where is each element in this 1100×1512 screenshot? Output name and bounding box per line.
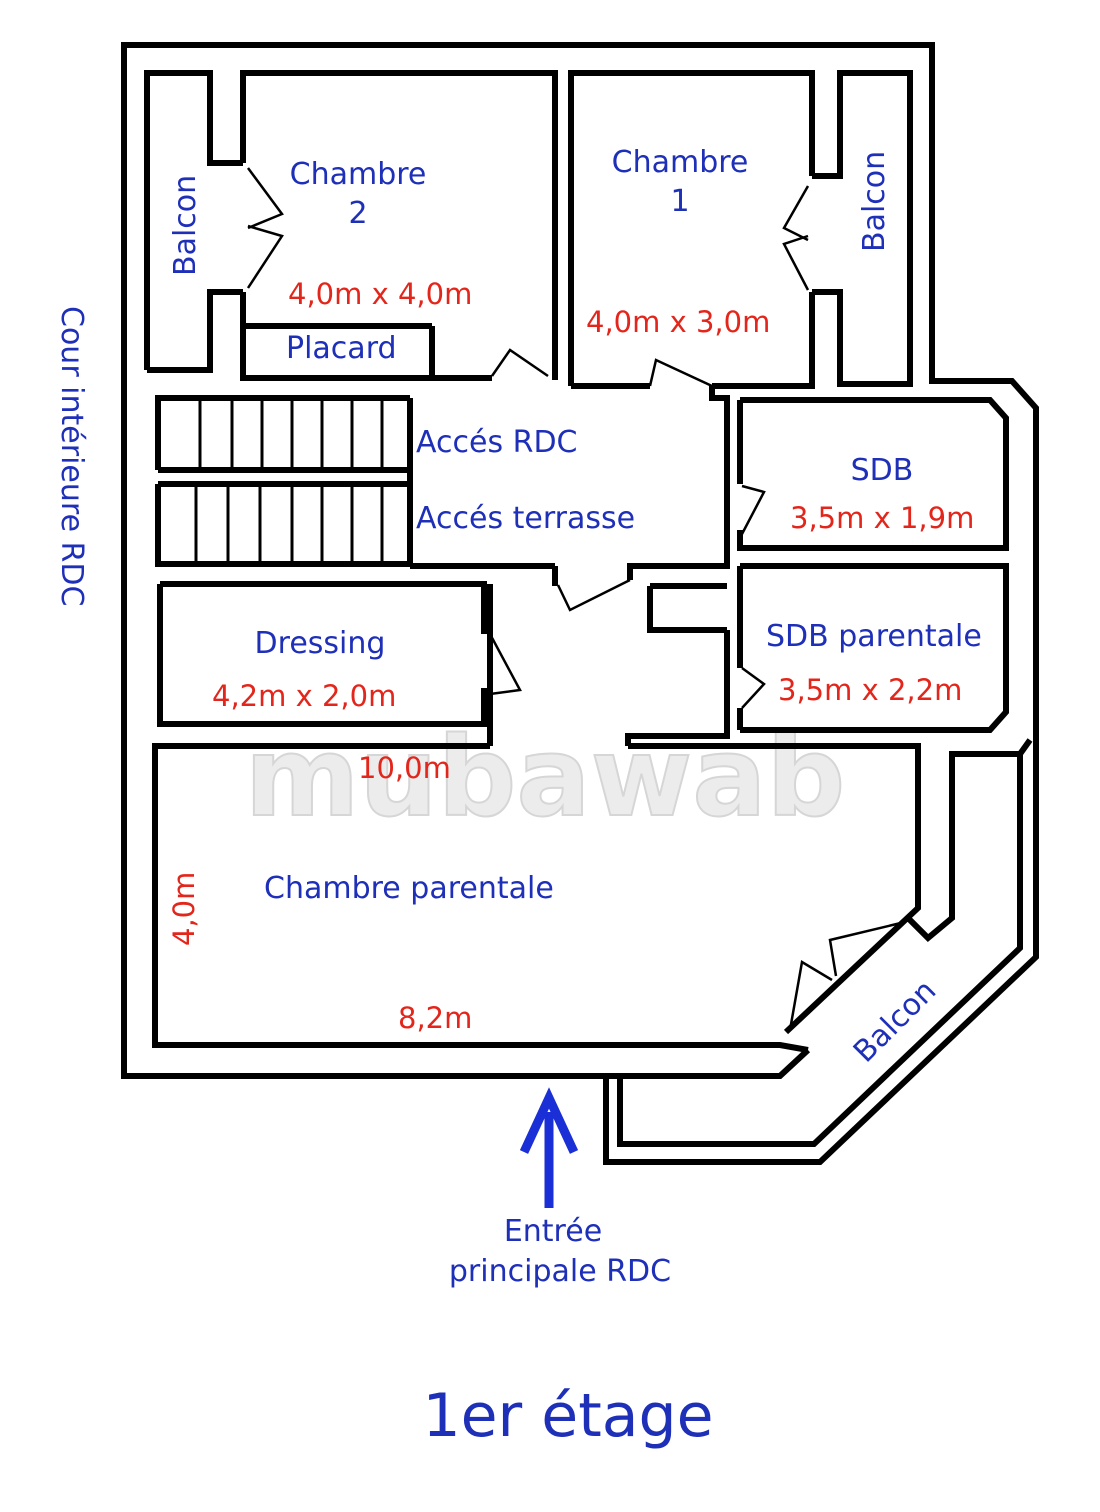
chambre2-dims: 4,0m x 4,0m bbox=[288, 277, 472, 311]
sdb-name: SDB bbox=[851, 453, 914, 488]
outer-walls bbox=[121, 42, 1039, 1165]
sdb bbox=[737, 397, 1009, 551]
balcon-left-name: Balcon bbox=[168, 175, 203, 276]
chambre-parentale-height: 4,0m bbox=[167, 872, 201, 946]
cour-label: Cour intérieure RDC bbox=[54, 306, 89, 606]
balcon-bottom bbox=[617, 738, 1033, 1147]
balcon-right bbox=[812, 70, 913, 387]
hallway bbox=[410, 386, 730, 633]
chambre-parentale-width-bottom: 8,2m bbox=[398, 1001, 472, 1035]
sdb-dims: 3,5m x 1,9m bbox=[790, 501, 974, 535]
sdb-parentale-dims: 3,5m x 2,2m bbox=[778, 673, 962, 707]
balcon-right-name: Balcon bbox=[857, 151, 892, 252]
chambre-parentale-width-top: 10,0m bbox=[358, 751, 451, 785]
acces-terrasse-name: Accés terrasse bbox=[416, 501, 635, 536]
sdb-parentale bbox=[724, 563, 1009, 733]
sdb-parentale-name: SDB parentale bbox=[766, 619, 982, 654]
dressing-name: Dressing bbox=[255, 626, 386, 661]
balcon-left bbox=[144, 70, 243, 373]
entry-arrow-icon bbox=[519, 1087, 579, 1208]
chambre-1 bbox=[568, 70, 815, 389]
watermark: mubawab bbox=[245, 713, 846, 841]
placard-name: Placard bbox=[286, 331, 397, 366]
dressing-dims: 4,2m x 2,0m bbox=[212, 679, 396, 713]
chambre-parentale bbox=[152, 718, 921, 1053]
chambre1-dims: 4,0m x 3,0m bbox=[586, 305, 770, 339]
acces-rdc-name: Accés RDC bbox=[416, 425, 578, 460]
chambre-2 bbox=[240, 70, 558, 381]
stairs bbox=[155, 395, 413, 567]
floor-title: 1er étage bbox=[422, 1381, 713, 1451]
dressing bbox=[157, 581, 522, 746]
chambre-parentale-name: Chambre parentale bbox=[264, 871, 554, 906]
